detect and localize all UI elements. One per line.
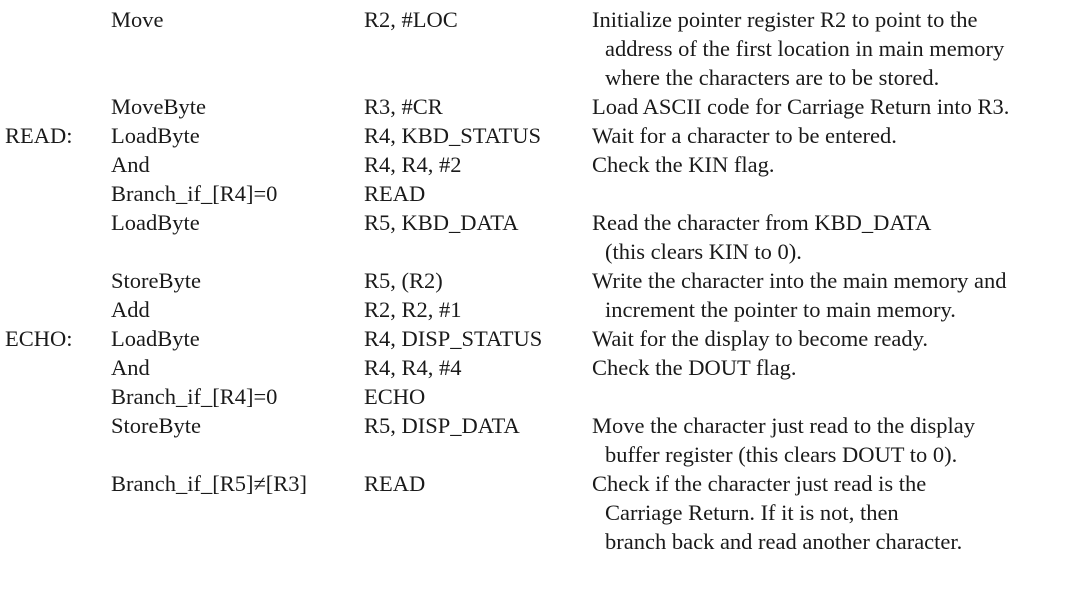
instruction-operands: R5, DISP_DATA (364, 413, 520, 438)
instruction-comment: Carriage Return. If it is not, then (605, 500, 899, 525)
instruction-operands: READ (364, 181, 426, 206)
instruction-comment: Check the KIN flag. (592, 152, 775, 177)
instruction-mnemonic: LoadByte (111, 326, 200, 351)
instruction-operands: R4, DISP_STATUS (364, 326, 543, 351)
instruction-operands: R4, KBD_STATUS (364, 123, 541, 148)
instruction-mnemonic: And (111, 355, 150, 380)
instruction-comment: (this clears KIN to 0). (605, 239, 802, 264)
instruction-mnemonic: Move (111, 7, 164, 32)
instruction-comment: Initialize pointer register R2 to point … (592, 7, 978, 32)
instruction-mnemonic: StoreByte (111, 413, 201, 438)
instruction-comment: buffer register (this clears DOUT to 0). (605, 442, 958, 467)
line-label: READ: (5, 123, 73, 148)
instruction-mnemonic: LoadByte (111, 123, 200, 148)
instruction-comment: Wait for the display to become ready. (592, 326, 928, 351)
instruction-comment: Load ASCII code for Carriage Return into… (592, 94, 1010, 119)
instruction-comment: Write the character into the main memory… (592, 268, 1007, 293)
instruction-comment: address of the first location in main me… (605, 36, 1005, 61)
instruction-mnemonic: Add (111, 297, 150, 322)
instruction-mnemonic: LoadByte (111, 210, 200, 235)
instruction-operands: R3, #CR (364, 94, 443, 119)
instruction-operands: R5, (R2) (364, 268, 443, 293)
instruction-comment: branch back and read another character. (605, 529, 963, 554)
instruction-operands: R4, R4, #2 (364, 152, 462, 177)
instruction-mnemonic: StoreByte (111, 268, 201, 293)
instruction-comment: Read the character from KBD_DATA (592, 210, 932, 235)
instruction-mnemonic: Branch_if_[R4]=0 (111, 384, 278, 409)
instruction-comment: Wait for a character to be entered. (592, 123, 897, 148)
instruction-operands: R4, R4, #4 (364, 355, 462, 380)
instruction-comment: where the characters are to be stored. (605, 65, 940, 90)
instruction-operands: R5, KBD_DATA (364, 210, 519, 235)
instruction-comment: Check the DOUT flag. (592, 355, 797, 380)
instruction-comment: Check if the character just read is the (592, 471, 927, 496)
instruction-mnemonic: Branch_if_[R4]=0 (111, 181, 278, 206)
instruction-mnemonic: And (111, 152, 150, 177)
instruction-mnemonic: Branch_if_[R5]≠[R3] (111, 471, 308, 496)
line-label: ECHO: (5, 326, 73, 351)
instruction-comment: Move the character just read to the disp… (592, 413, 975, 438)
instruction-operands: ECHO (364, 384, 426, 409)
instruction-operands: R2, R2, #1 (364, 297, 462, 322)
instruction-operands: READ (364, 471, 426, 496)
instruction-comment: increment the pointer to main memory. (605, 297, 956, 322)
instruction-operands: R2, #LOC (364, 7, 458, 32)
instruction-mnemonic: MoveByte (111, 94, 206, 119)
